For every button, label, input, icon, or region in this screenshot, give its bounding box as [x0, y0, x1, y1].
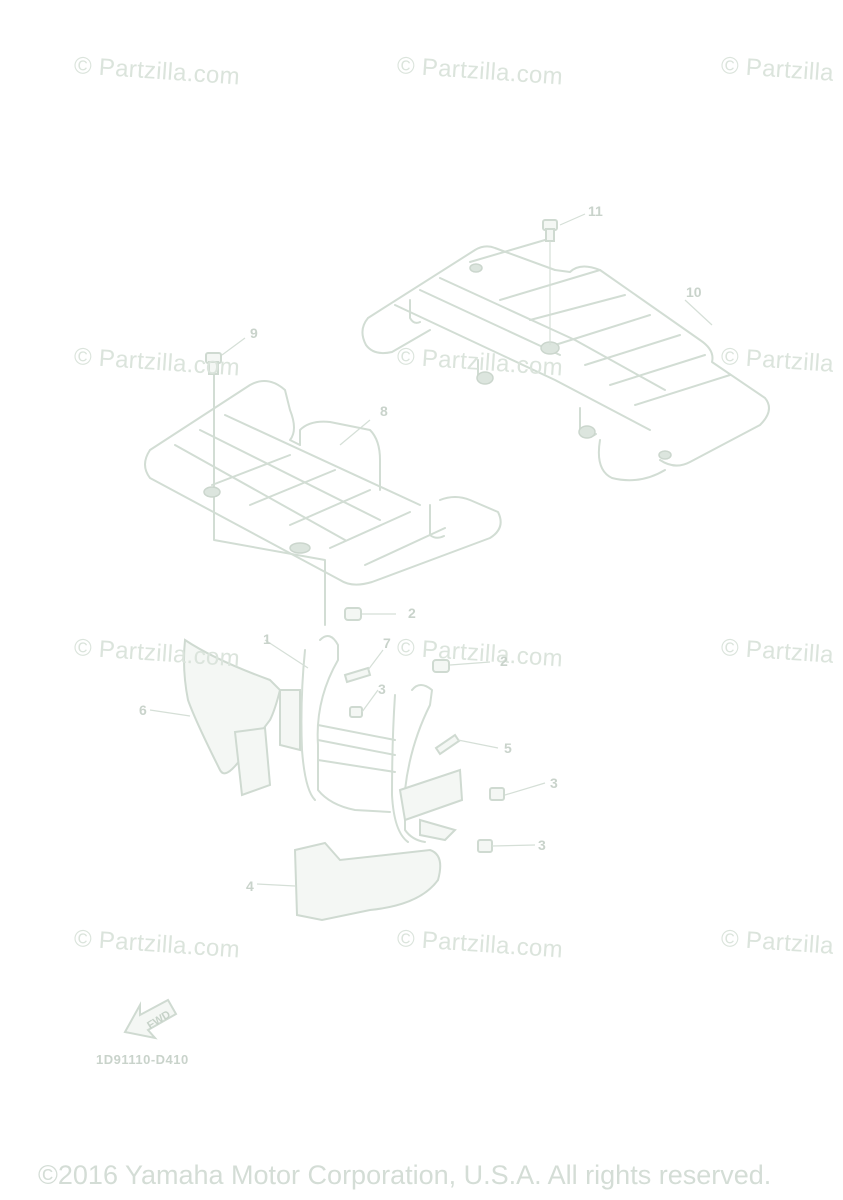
callout-10[interactable]: 10 [686, 284, 702, 300]
grommet-2 [344, 607, 491, 673]
callout-9[interactable]: 9 [250, 325, 258, 341]
bolt-9 [205, 337, 246, 375]
callout-1[interactable]: 1 [263, 631, 271, 647]
diagram-part-code: 1D91110-D410 [96, 1052, 189, 1067]
callout-11[interactable]: 11 [588, 203, 603, 219]
callout-5[interactable]: 5 [504, 740, 512, 756]
bolt-11 [542, 213, 586, 345]
guard-frame-1 [264, 635, 464, 843]
fasteners [343, 649, 546, 853]
callout-2[interactable]: 2 [500, 653, 508, 669]
side-guard-6 [149, 638, 282, 797]
rear-carrier-10 [361, 239, 770, 482]
callout-3[interactable]: 3 [550, 775, 558, 791]
callout-3[interactable]: 3 [538, 837, 546, 853]
callout-7[interactable]: 7 [383, 635, 391, 651]
copyright-notice: ©2016 Yamaha Motor Corporation, U.S.A. A… [38, 1160, 772, 1190]
callout-2[interactable]: 2 [408, 605, 416, 621]
callout-3[interactable]: 3 [378, 681, 386, 697]
fwd-arrow-icon: FWD [123, 998, 178, 1040]
front-carrier-8 [144, 369, 502, 626]
front-guard-4 [256, 841, 442, 922]
callout-6[interactable]: 6 [139, 702, 147, 718]
callout-4[interactable]: 4 [246, 878, 254, 894]
callout-8[interactable]: 8 [380, 403, 388, 419]
